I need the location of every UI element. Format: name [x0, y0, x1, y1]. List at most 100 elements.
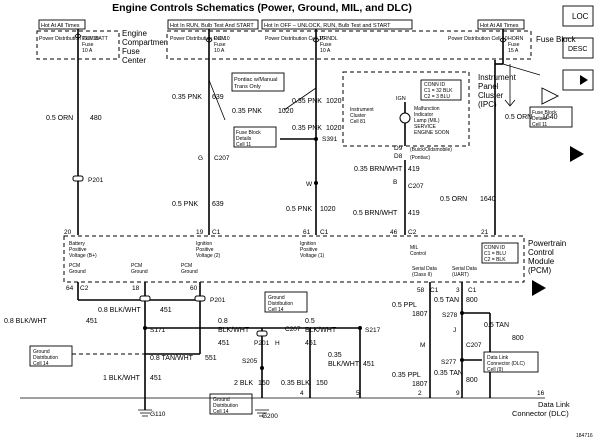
svg-text:Ground: Ground: [268, 295, 285, 301]
svg-text:Trans Only: Trans Only: [234, 84, 261, 90]
svg-text:C207: C207: [466, 342, 482, 349]
desc-icon[interactable]: DESC: [562, 37, 594, 59]
svg-text:(Pontiac): (Pontiac): [410, 155, 430, 161]
svg-text:4: 4: [300, 390, 304, 397]
svg-text:451: 451: [160, 307, 172, 314]
svg-text:2 BLK: 2 BLK: [234, 380, 253, 387]
svg-text:S171: S171: [150, 327, 166, 334]
svg-text:551: 551: [205, 355, 217, 362]
svg-text:Power Distribution Cell 10: Power Distribution Cell 10: [265, 36, 325, 42]
svg-text:G: G: [198, 155, 203, 162]
svg-text:D9: D9: [394, 145, 403, 152]
svg-text:Serial Data: Serial Data: [452, 266, 477, 272]
svg-text:Hot At All Times: Hot At All Times: [41, 23, 80, 29]
svg-text:Cell 11: Cell 11: [236, 142, 251, 148]
svg-text:Ignition: Ignition: [300, 241, 316, 247]
svg-text:46: 46: [390, 229, 398, 236]
svg-text:(PCM): (PCM): [528, 266, 551, 275]
svg-text:G200: G200: [262, 413, 278, 420]
svg-text:0.35 PPL: 0.35 PPL: [392, 372, 421, 379]
ipc-conn-id: CONN ID C1 = 32 BLK C2 = 3 BLU: [420, 79, 462, 101]
svg-text:Indicator: Indicator: [414, 112, 434, 118]
svg-text:0.35 BRN/WHT: 0.35 BRN/WHT: [354, 166, 403, 173]
svg-text:1807: 1807: [412, 311, 428, 318]
svg-text:C2: C2: [80, 285, 89, 292]
svg-text:Lamp (MIL): Lamp (MIL): [414, 118, 440, 124]
svg-text:B: B: [393, 179, 397, 186]
svg-text:Hot In OFF – UNLOCK, RUN, Bulb: Hot In OFF – UNLOCK, RUN, Bulb Test and …: [264, 23, 391, 29]
svg-text:1807: 1807: [412, 381, 428, 388]
svg-text:Cluster: Cluster: [478, 91, 504, 100]
svg-text:1020: 1020: [278, 108, 294, 115]
fuse-block-details-1: Fuse Block Details Cell 11: [233, 126, 277, 148]
fuse-horn: [499, 29, 507, 60]
svg-text:0.8 BLK/WHT: 0.8 BLK/WHT: [4, 318, 48, 325]
svg-text:150: 150: [258, 380, 270, 387]
svg-text:Serial Data: Serial Data: [412, 266, 437, 272]
svg-text:Battery: Battery: [69, 241, 85, 247]
svg-text:21: 21: [481, 229, 489, 236]
svg-text:HORN: HORN: [508, 36, 524, 42]
svg-text:LOC: LOC: [572, 12, 589, 21]
dlc-cell-box: Data Link Connector (DLC) Cell (9): [483, 351, 539, 373]
svg-text:PCM: PCM: [69, 263, 80, 269]
svg-text:C207: C207: [214, 155, 230, 162]
svg-text:C207: C207: [285, 326, 301, 333]
fuse-pcm-batt: [74, 29, 82, 60]
svg-text:0.35 PNK: 0.35 PNK: [292, 98, 322, 105]
svg-text:Data Link: Data Link: [487, 355, 509, 361]
svg-text:Distribution: Distribution: [33, 355, 58, 361]
fuse-prndl: [312, 29, 320, 60]
svg-text:Voltage (2): Voltage (2): [196, 253, 221, 259]
svg-text:Ignition: Ignition: [196, 241, 212, 247]
svg-text:0.5 PNK: 0.5 PNK: [172, 201, 198, 208]
svg-text:Ground: Ground: [33, 349, 50, 355]
svg-text:Ground: Ground: [181, 269, 198, 275]
svg-text:Fuse: Fuse: [122, 47, 140, 56]
svg-text:Cell 11: Cell 11: [532, 122, 547, 128]
svg-text:D8: D8: [394, 153, 403, 160]
figure-id: 184716: [576, 433, 593, 439]
svg-text:60: 60: [190, 285, 198, 292]
svg-text:1020: 1020: [326, 98, 342, 105]
svg-text:64: 64: [66, 285, 74, 292]
svg-text:Power Distribution Cell 10: Power Distribution Cell 10: [39, 36, 99, 42]
svg-text:S217: S217: [365, 327, 381, 334]
svg-text:10 A: 10 A: [320, 48, 331, 54]
fuse-pcm: [205, 29, 213, 60]
obd-icon: [570, 146, 584, 162]
next-arrow-icon[interactable]: [562, 69, 594, 91]
svg-text:(Class II): (Class II): [412, 272, 432, 278]
svg-text:1020: 1020: [320, 206, 336, 213]
svg-text:Voltage (1): Voltage (1): [300, 253, 325, 259]
svg-text:(IPC): (IPC): [478, 100, 497, 109]
svg-text:20: 20: [64, 229, 72, 236]
svg-text:451: 451: [218, 340, 230, 347]
svg-text:PCM: PCM: [131, 263, 142, 269]
svg-text:10 A: 10 A: [214, 48, 225, 54]
svg-text:PCM BATT: PCM BATT: [82, 36, 109, 42]
svg-text:Module: Module: [528, 257, 555, 266]
svg-text:0.5 TAN: 0.5 TAN: [484, 322, 509, 329]
loc-icon[interactable]: LOC: [562, 5, 594, 27]
svg-text:Pontiac w/Manual: Pontiac w/Manual: [234, 77, 277, 83]
svg-text:Cell 14: Cell 14: [268, 307, 284, 313]
svg-text:BLK/WHT: BLK/WHT: [218, 327, 250, 334]
svg-text:Ground: Ground: [69, 269, 86, 275]
svg-text:58: 58: [417, 287, 425, 294]
svg-text:451: 451: [86, 318, 98, 325]
pcm-title: Powertrain: [528, 239, 566, 248]
svg-text:451: 451: [150, 375, 162, 382]
svg-text:3: 3: [456, 287, 460, 294]
engine-fuse-center-label: Engine: [122, 29, 147, 38]
svg-text:0.5: 0.5: [305, 318, 315, 325]
svg-text:0.35 TAN: 0.35 TAN: [434, 370, 463, 377]
svg-text:PCM: PCM: [181, 263, 192, 269]
svg-text:0.8 BLK/WHT: 0.8 BLK/WHT: [98, 307, 142, 314]
svg-text:Cell (9): Cell (9): [487, 367, 503, 373]
svg-text:C1 = BLU: C1 = BLU: [484, 251, 506, 257]
svg-text:C2 = 3 BLU: C2 = 3 BLU: [424, 94, 450, 100]
svg-text:Voltage (B+): Voltage (B+): [69, 253, 97, 259]
svg-text:Hot In RUN, Bulb Test And STAR: Hot In RUN, Bulb Test And START: [170, 23, 254, 29]
